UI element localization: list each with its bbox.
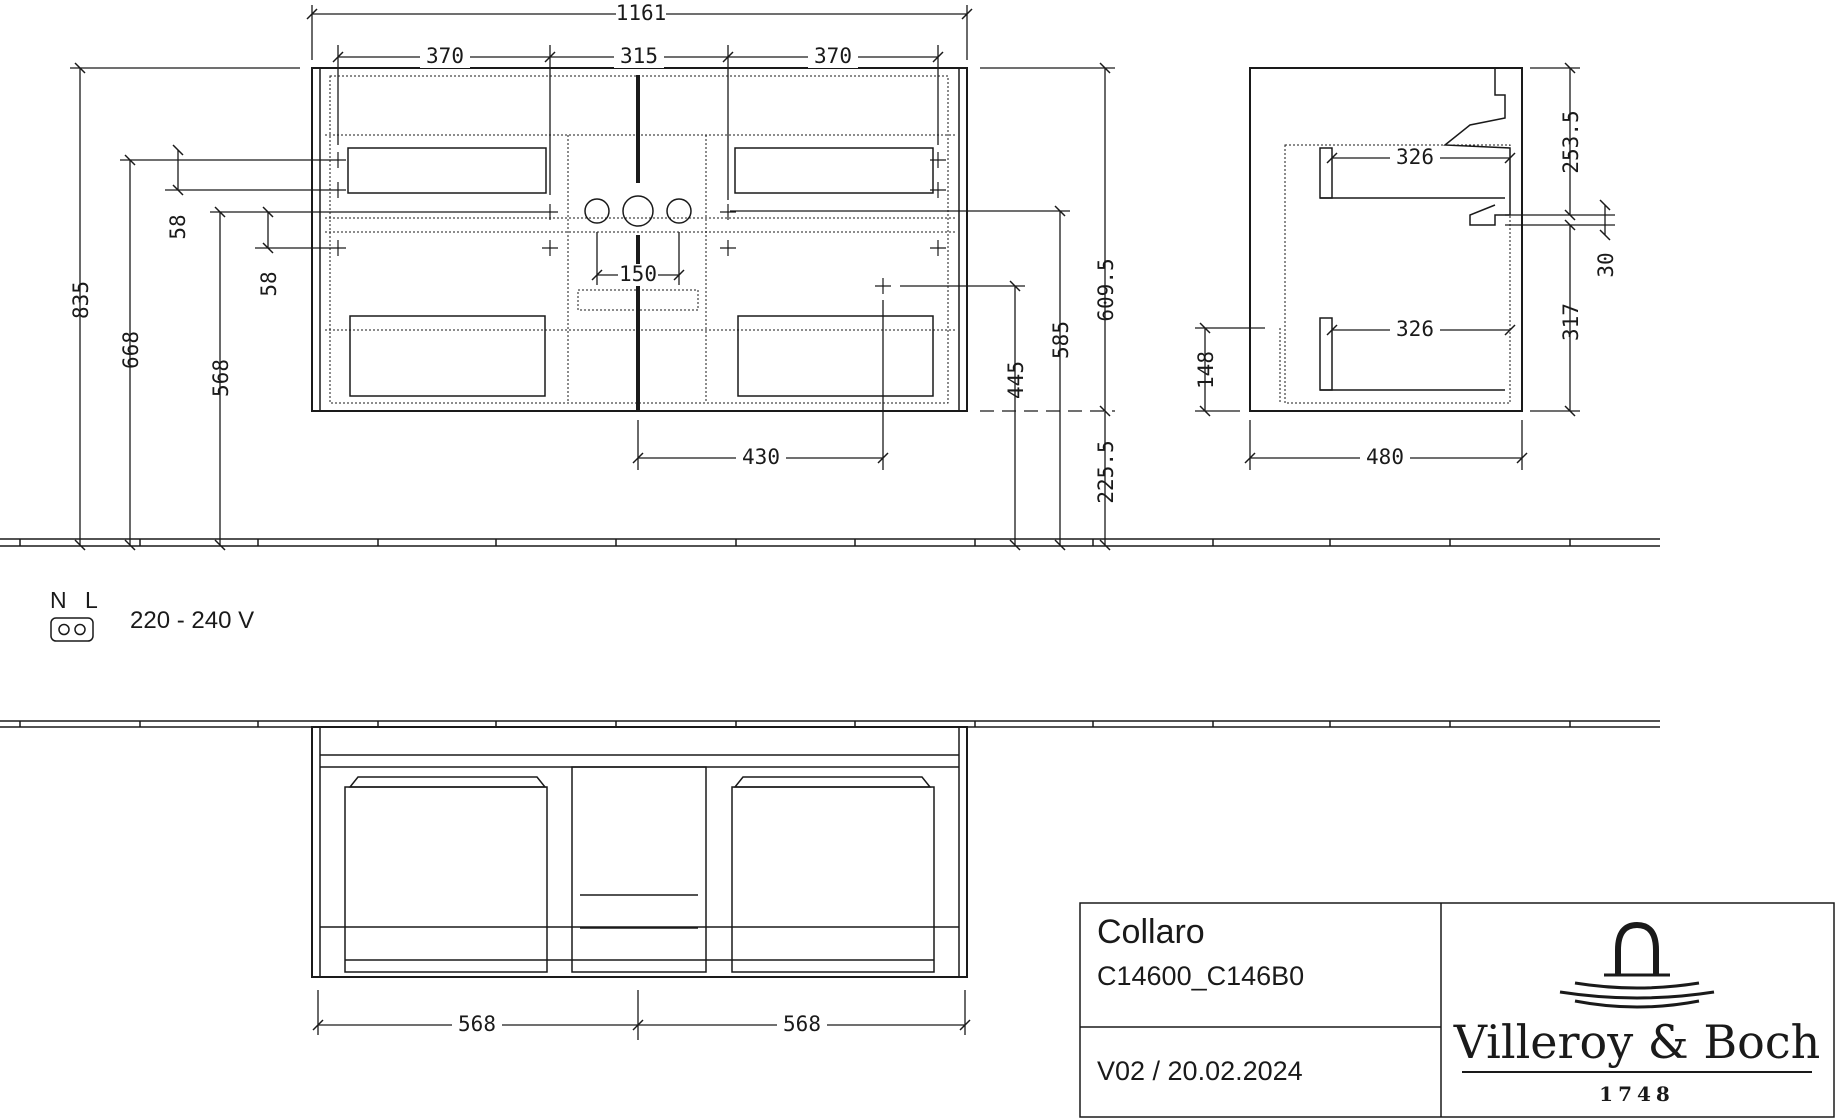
neutral-label: N xyxy=(50,587,67,613)
version-date: V02 / 20.02.2024 xyxy=(1097,1056,1303,1086)
dim-585: 585 xyxy=(1049,321,1073,359)
live-label: L xyxy=(85,587,98,613)
dim-317: 317 xyxy=(1559,303,1583,341)
side-dimension-labels: 326 326 480 253.5 30 317 148 xyxy=(1194,110,1618,469)
dim-430: 430 xyxy=(742,445,780,469)
front-dimensions xyxy=(70,5,1115,551)
dim-150: 150 xyxy=(619,262,657,286)
dim-568-left: 568 xyxy=(458,1012,496,1036)
villeroy-boch-logo-icon xyxy=(1559,921,1715,1009)
dim-30: 30 xyxy=(1594,252,1618,277)
dim-225-5: 225.5 xyxy=(1094,440,1118,503)
title-block: Collaro C14600_C146B0 V02 / 20.02.2024 V… xyxy=(1079,902,1835,1118)
brand-name: Villeroy & Boch xyxy=(1453,1015,1821,1069)
front-dimension-labels: 1161 370 315 370 835 668 58 568 58 150 4… xyxy=(69,1,1118,504)
dim-148: 148 xyxy=(1194,351,1218,389)
dim-568: 568 xyxy=(209,359,233,397)
dim-835: 835 xyxy=(69,281,93,319)
floor-line-upper xyxy=(0,538,1660,547)
dim-58-b: 58 xyxy=(257,271,281,296)
product-name: Collaro xyxy=(1097,913,1205,951)
dim-58-a: 58 xyxy=(166,214,190,239)
brand-founded: 1748 xyxy=(1599,1082,1675,1106)
dim-253-5: 253.5 xyxy=(1559,110,1583,173)
plan-dimension-labels: 568 568 xyxy=(452,1012,827,1036)
dim-609-5: 609.5 xyxy=(1094,258,1118,321)
cabinet-side-outline xyxy=(1249,67,1523,412)
electrical-socket: N L 220 - 240 V xyxy=(50,587,254,642)
dim-445: 445 xyxy=(1004,361,1028,399)
socket-icon xyxy=(50,617,94,642)
side-dimensions xyxy=(1195,62,1615,470)
dim-315: 315 xyxy=(620,44,658,68)
dim-568-right: 568 xyxy=(783,1012,821,1036)
dim-480: 480 xyxy=(1366,445,1404,469)
front-view xyxy=(311,67,968,412)
voltage-label: 220 - 240 V xyxy=(130,607,254,634)
dim-370-right: 370 xyxy=(814,44,852,68)
dim-668: 668 xyxy=(119,331,143,369)
dim-370-left: 370 xyxy=(426,44,464,68)
article-number: C14600_C146B0 xyxy=(1097,961,1304,991)
plan-view xyxy=(311,726,968,978)
dim-326-bottom: 326 xyxy=(1396,317,1434,341)
dim-326-top: 326 xyxy=(1396,145,1434,169)
plan-dimensions xyxy=(312,990,971,1040)
dim-1161: 1161 xyxy=(616,1,667,25)
cabinet-plan-outline xyxy=(311,726,968,978)
side-view xyxy=(1249,67,1523,412)
